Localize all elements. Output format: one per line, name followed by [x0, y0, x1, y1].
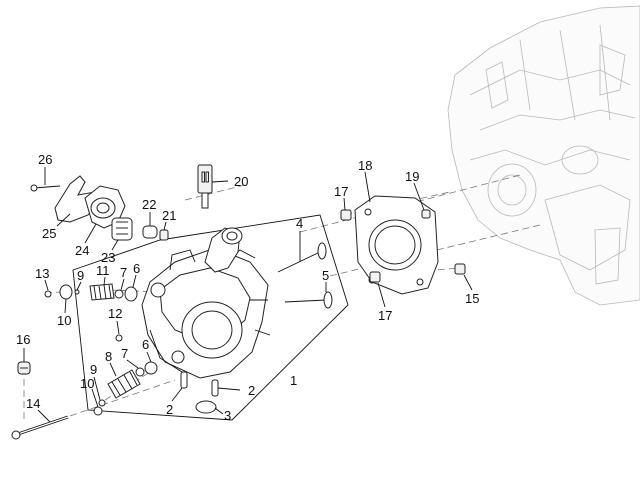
callout-10-upper: 10: [57, 313, 71, 328]
head-gasket: [354, 195, 439, 295]
callout-6-lower: 6: [142, 337, 149, 352]
callout-3: 3: [224, 408, 231, 423]
fitting-21: [159, 229, 169, 241]
bushing-15: [454, 263, 466, 275]
callout-5: 5: [322, 268, 329, 283]
callout-14: 14: [26, 396, 40, 411]
screw-26: [30, 184, 61, 192]
callout-18: 18: [358, 158, 372, 173]
callout-13: 13: [35, 266, 49, 281]
callout-11: 11: [96, 263, 110, 278]
callout-2-right: 2: [248, 383, 255, 398]
dowel-pin-2b: [211, 379, 219, 397]
callout-19: 19: [405, 169, 419, 184]
cylinder-head: [141, 227, 271, 379]
callout-7-upper: 7: [120, 265, 127, 280]
exhaust-valve: [284, 291, 333, 309]
callout-10-lower: 10: [80, 376, 94, 391]
stud-bolt-14: [11, 415, 69, 440]
valve-spring-set-upper: [44, 283, 138, 342]
callout-17-lower: 17: [378, 308, 392, 323]
plug-16: [17, 361, 31, 375]
thermostat-23: [111, 217, 133, 241]
dowel-17-upper: [340, 209, 352, 221]
callout-9-lower: 9: [90, 362, 97, 377]
valve-spring-set-lower: [93, 361, 158, 416]
dowel-19: [421, 209, 431, 219]
callout-17-upper: 17: [334, 184, 348, 199]
callout-16: 16: [16, 332, 30, 347]
callout-26: 26: [38, 152, 52, 167]
callout-2-left: 2: [166, 402, 173, 417]
callout-1: 1: [290, 373, 297, 388]
callout-9-upper: 9: [77, 268, 84, 283]
callout-15: 15: [465, 291, 479, 306]
callout-24: 24: [75, 243, 89, 258]
callout-labels: 26 20 18 17 19 22 21 25 24 23 4 13 9 11 …: [16, 152, 479, 423]
callout-8: 8: [105, 349, 112, 364]
callout-4: 4: [296, 216, 303, 231]
callout-22: 22: [142, 197, 156, 212]
callout-23: 23: [101, 250, 115, 265]
thermostat-housing-24: [84, 185, 126, 229]
crankcase-outline: [447, 5, 640, 306]
callout-25: 25: [42, 226, 56, 241]
callout-20: 20: [234, 174, 248, 189]
o-ring-3: [195, 400, 217, 414]
callout-6-upper: 6: [133, 261, 140, 276]
intake-valve: [277, 242, 327, 273]
leader-lines: [23, 167, 473, 423]
dowel-17-lower: [369, 271, 381, 283]
callout-7-lower: 7: [121, 346, 128, 361]
plug-22: [142, 225, 158, 239]
temperature-sensor: [197, 164, 213, 209]
assembly-boundary: [72, 214, 349, 421]
dowel-pin-2a: [180, 371, 188, 389]
callout-12: 12: [108, 306, 122, 321]
callout-21: 21: [162, 208, 176, 223]
